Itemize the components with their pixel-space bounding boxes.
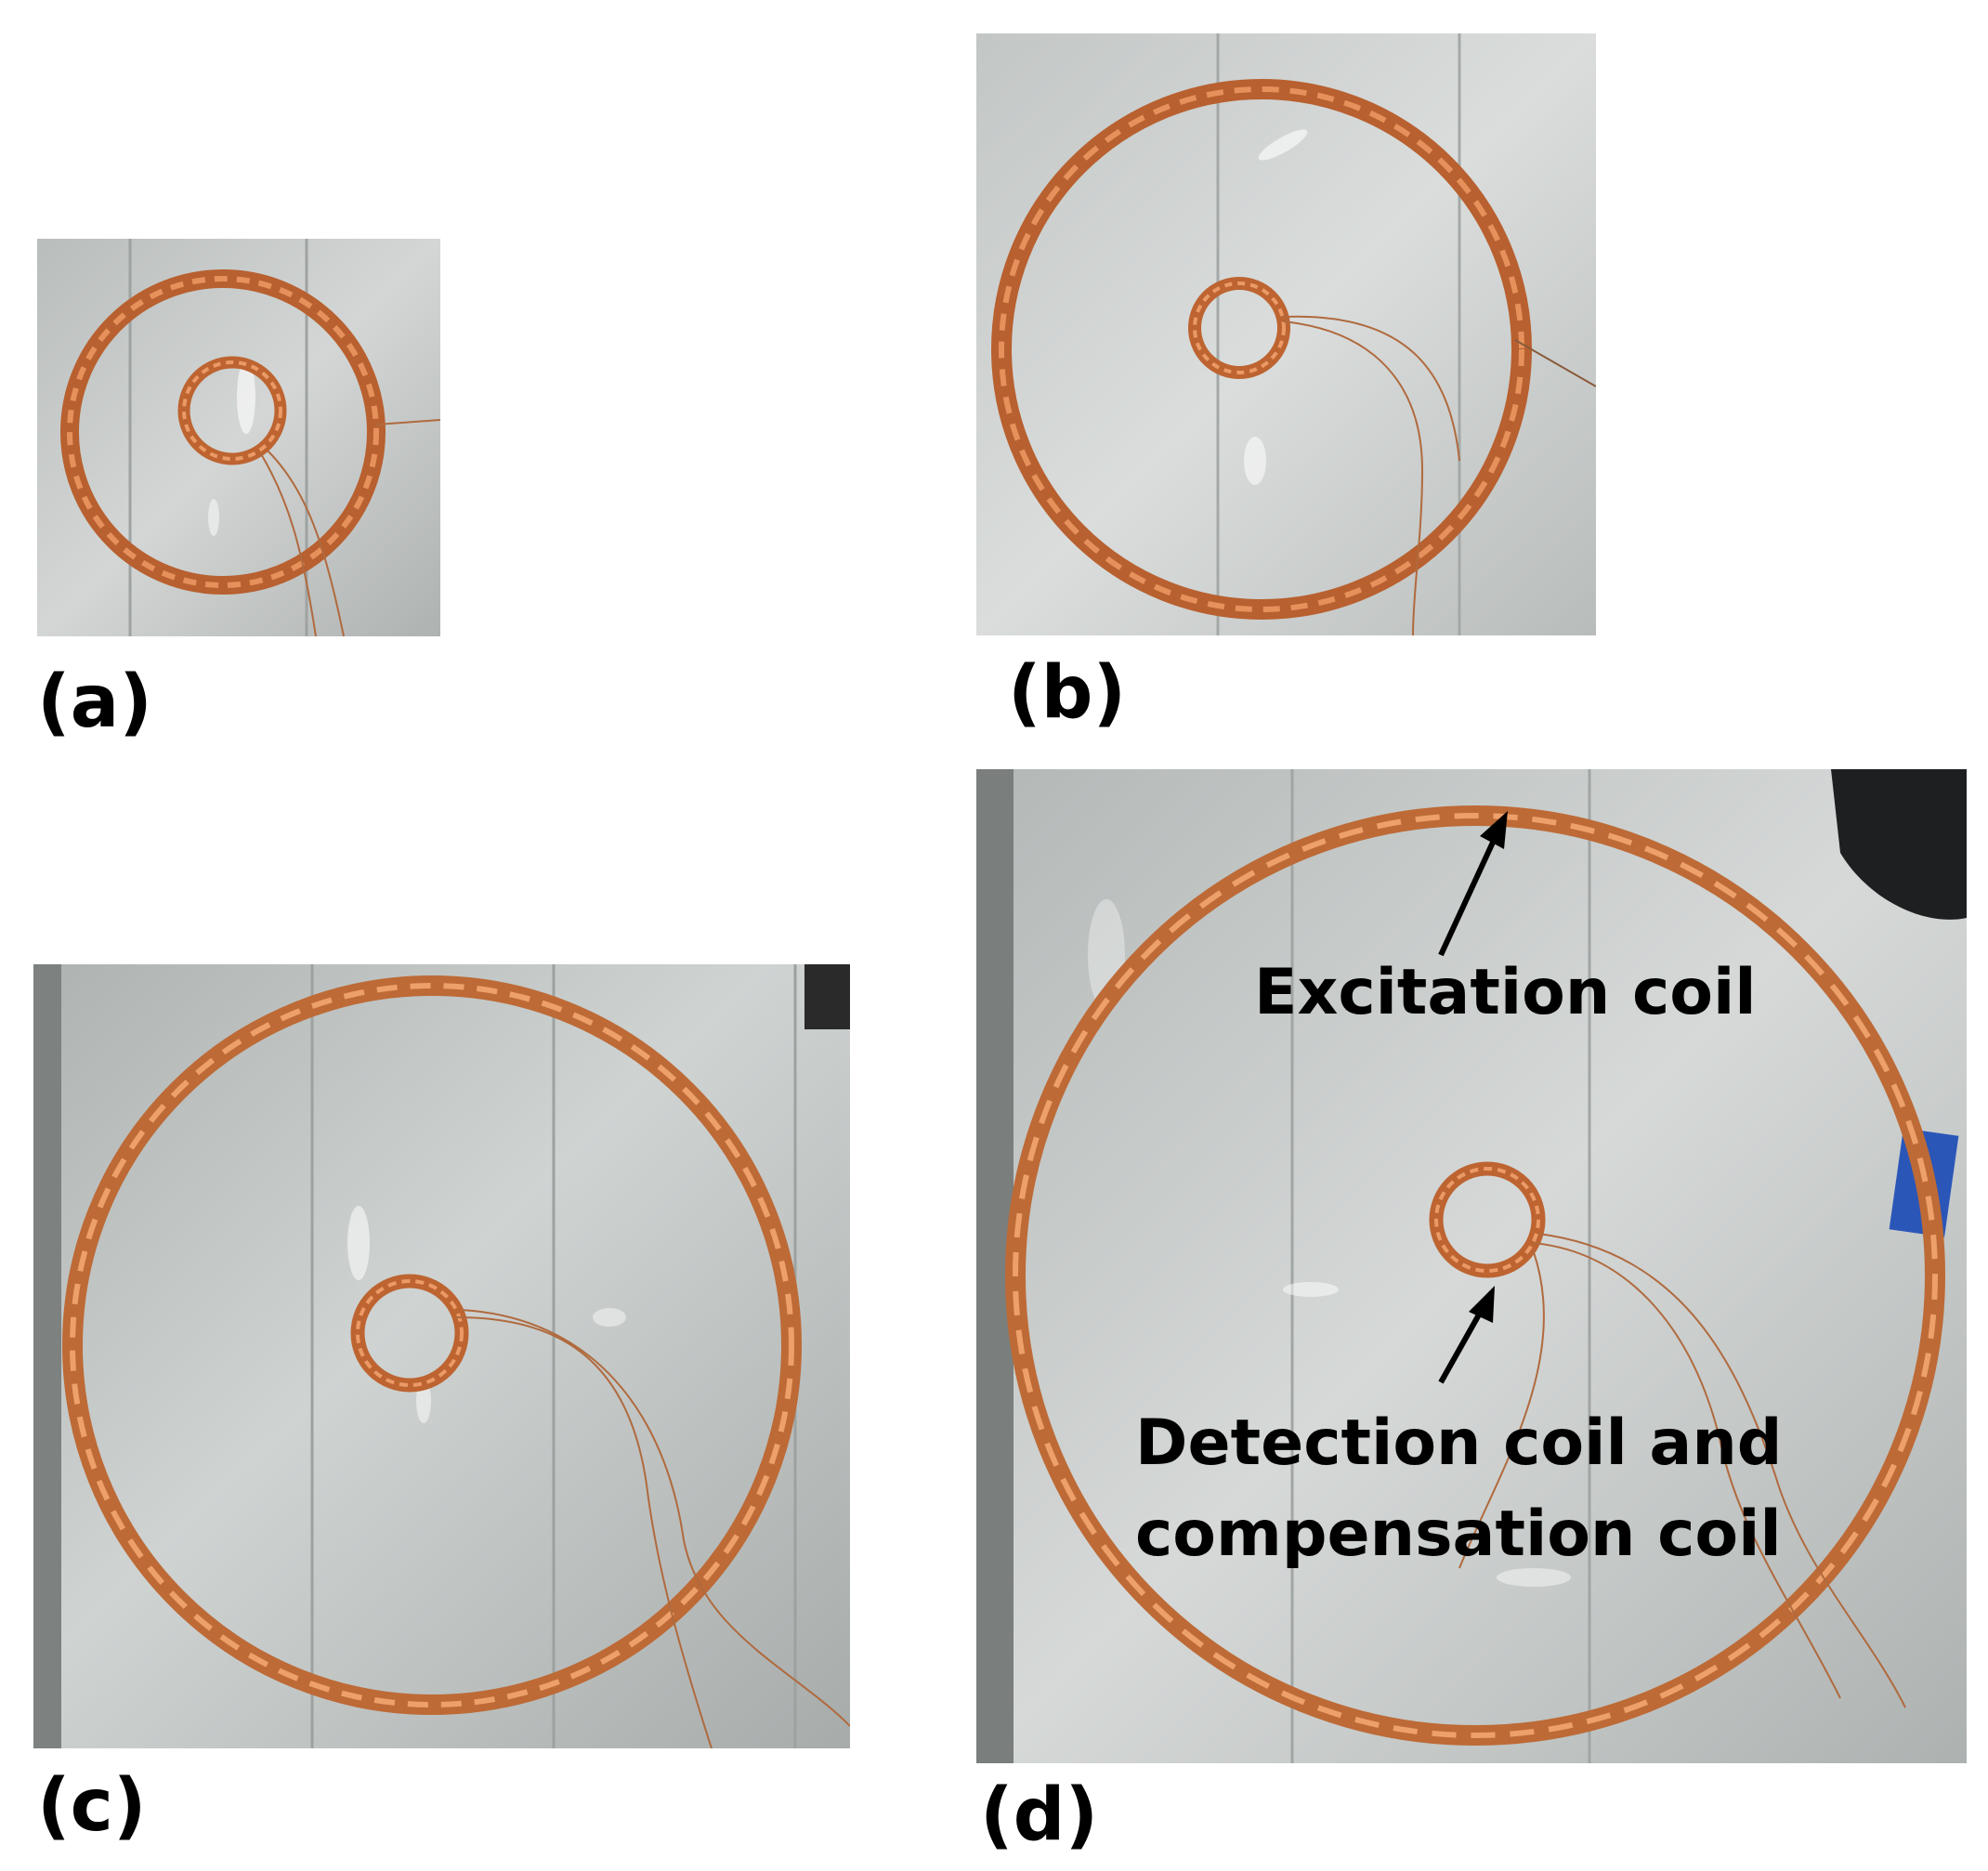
panel-label-c: (c) (37, 1764, 147, 1848)
label-detection-line1: Detection coil and (1135, 1407, 1783, 1480)
label-excitation-coil: Excitation coil (1254, 956, 1757, 1029)
photo-panel-b (976, 33, 1596, 635)
panel-label-d: (d) (980, 1773, 1099, 1857)
arrow-excitation (1438, 811, 1508, 957)
photo-panel-a (37, 239, 440, 636)
panel-label-a: (a) (37, 661, 152, 744)
arrow-detection (1438, 1286, 1495, 1384)
photo-panel-c (33, 964, 850, 1748)
label-detection-line2: compensation coil (1135, 1498, 1782, 1571)
panel-label-b: (b) (1008, 651, 1127, 735)
photo-panel-d (976, 769, 1967, 1763)
